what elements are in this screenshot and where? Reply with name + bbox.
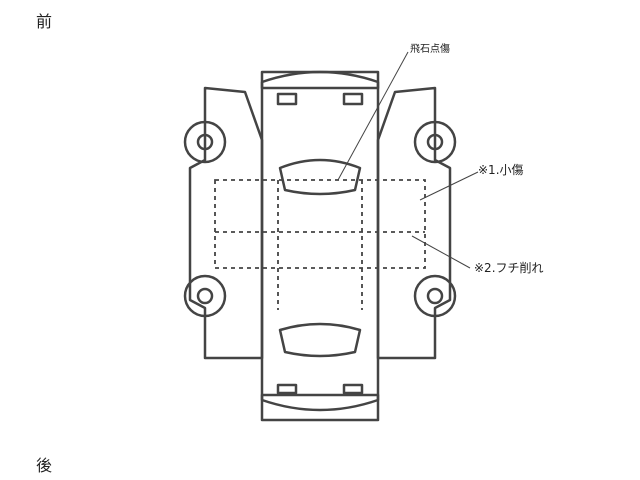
wheel-front-left [183, 120, 227, 164]
left-body-panel [188, 86, 264, 360]
right-body-panel [376, 86, 452, 360]
wheel-front-left-hub [196, 133, 214, 151]
right-headlight [342, 92, 364, 106]
car-body-top [260, 70, 380, 412]
wheel-rear-left-hub [196, 287, 214, 305]
wheel-front-right-hub [426, 133, 444, 151]
wheel-rear-left [183, 274, 227, 318]
front-bumper [260, 70, 380, 90]
rear-bumper [260, 393, 380, 422]
dashed-panel-outline [214, 179, 426, 269]
back-label: 後 [36, 456, 53, 475]
scratch-leader-line [419, 171, 479, 201]
wheel-front-right [413, 120, 457, 164]
scratch-annotation: ※1.小傷 [478, 162, 524, 177]
front-label: 前 [36, 12, 53, 31]
left-headlight [276, 92, 298, 106]
chip-leader-line [337, 51, 409, 181]
wheel-rear-right-hub [426, 287, 444, 305]
front-windshield [278, 158, 362, 196]
edge-chip-annotation: ※2.フチ削れ [474, 261, 544, 275]
left-taillight [276, 383, 298, 395]
rear-windshield [278, 322, 362, 358]
right-taillight [342, 383, 364, 395]
chip-annotation: 飛石点傷 [410, 42, 450, 55]
wheel-rear-right [413, 274, 457, 318]
edge-chip-leader-line [411, 235, 471, 269]
